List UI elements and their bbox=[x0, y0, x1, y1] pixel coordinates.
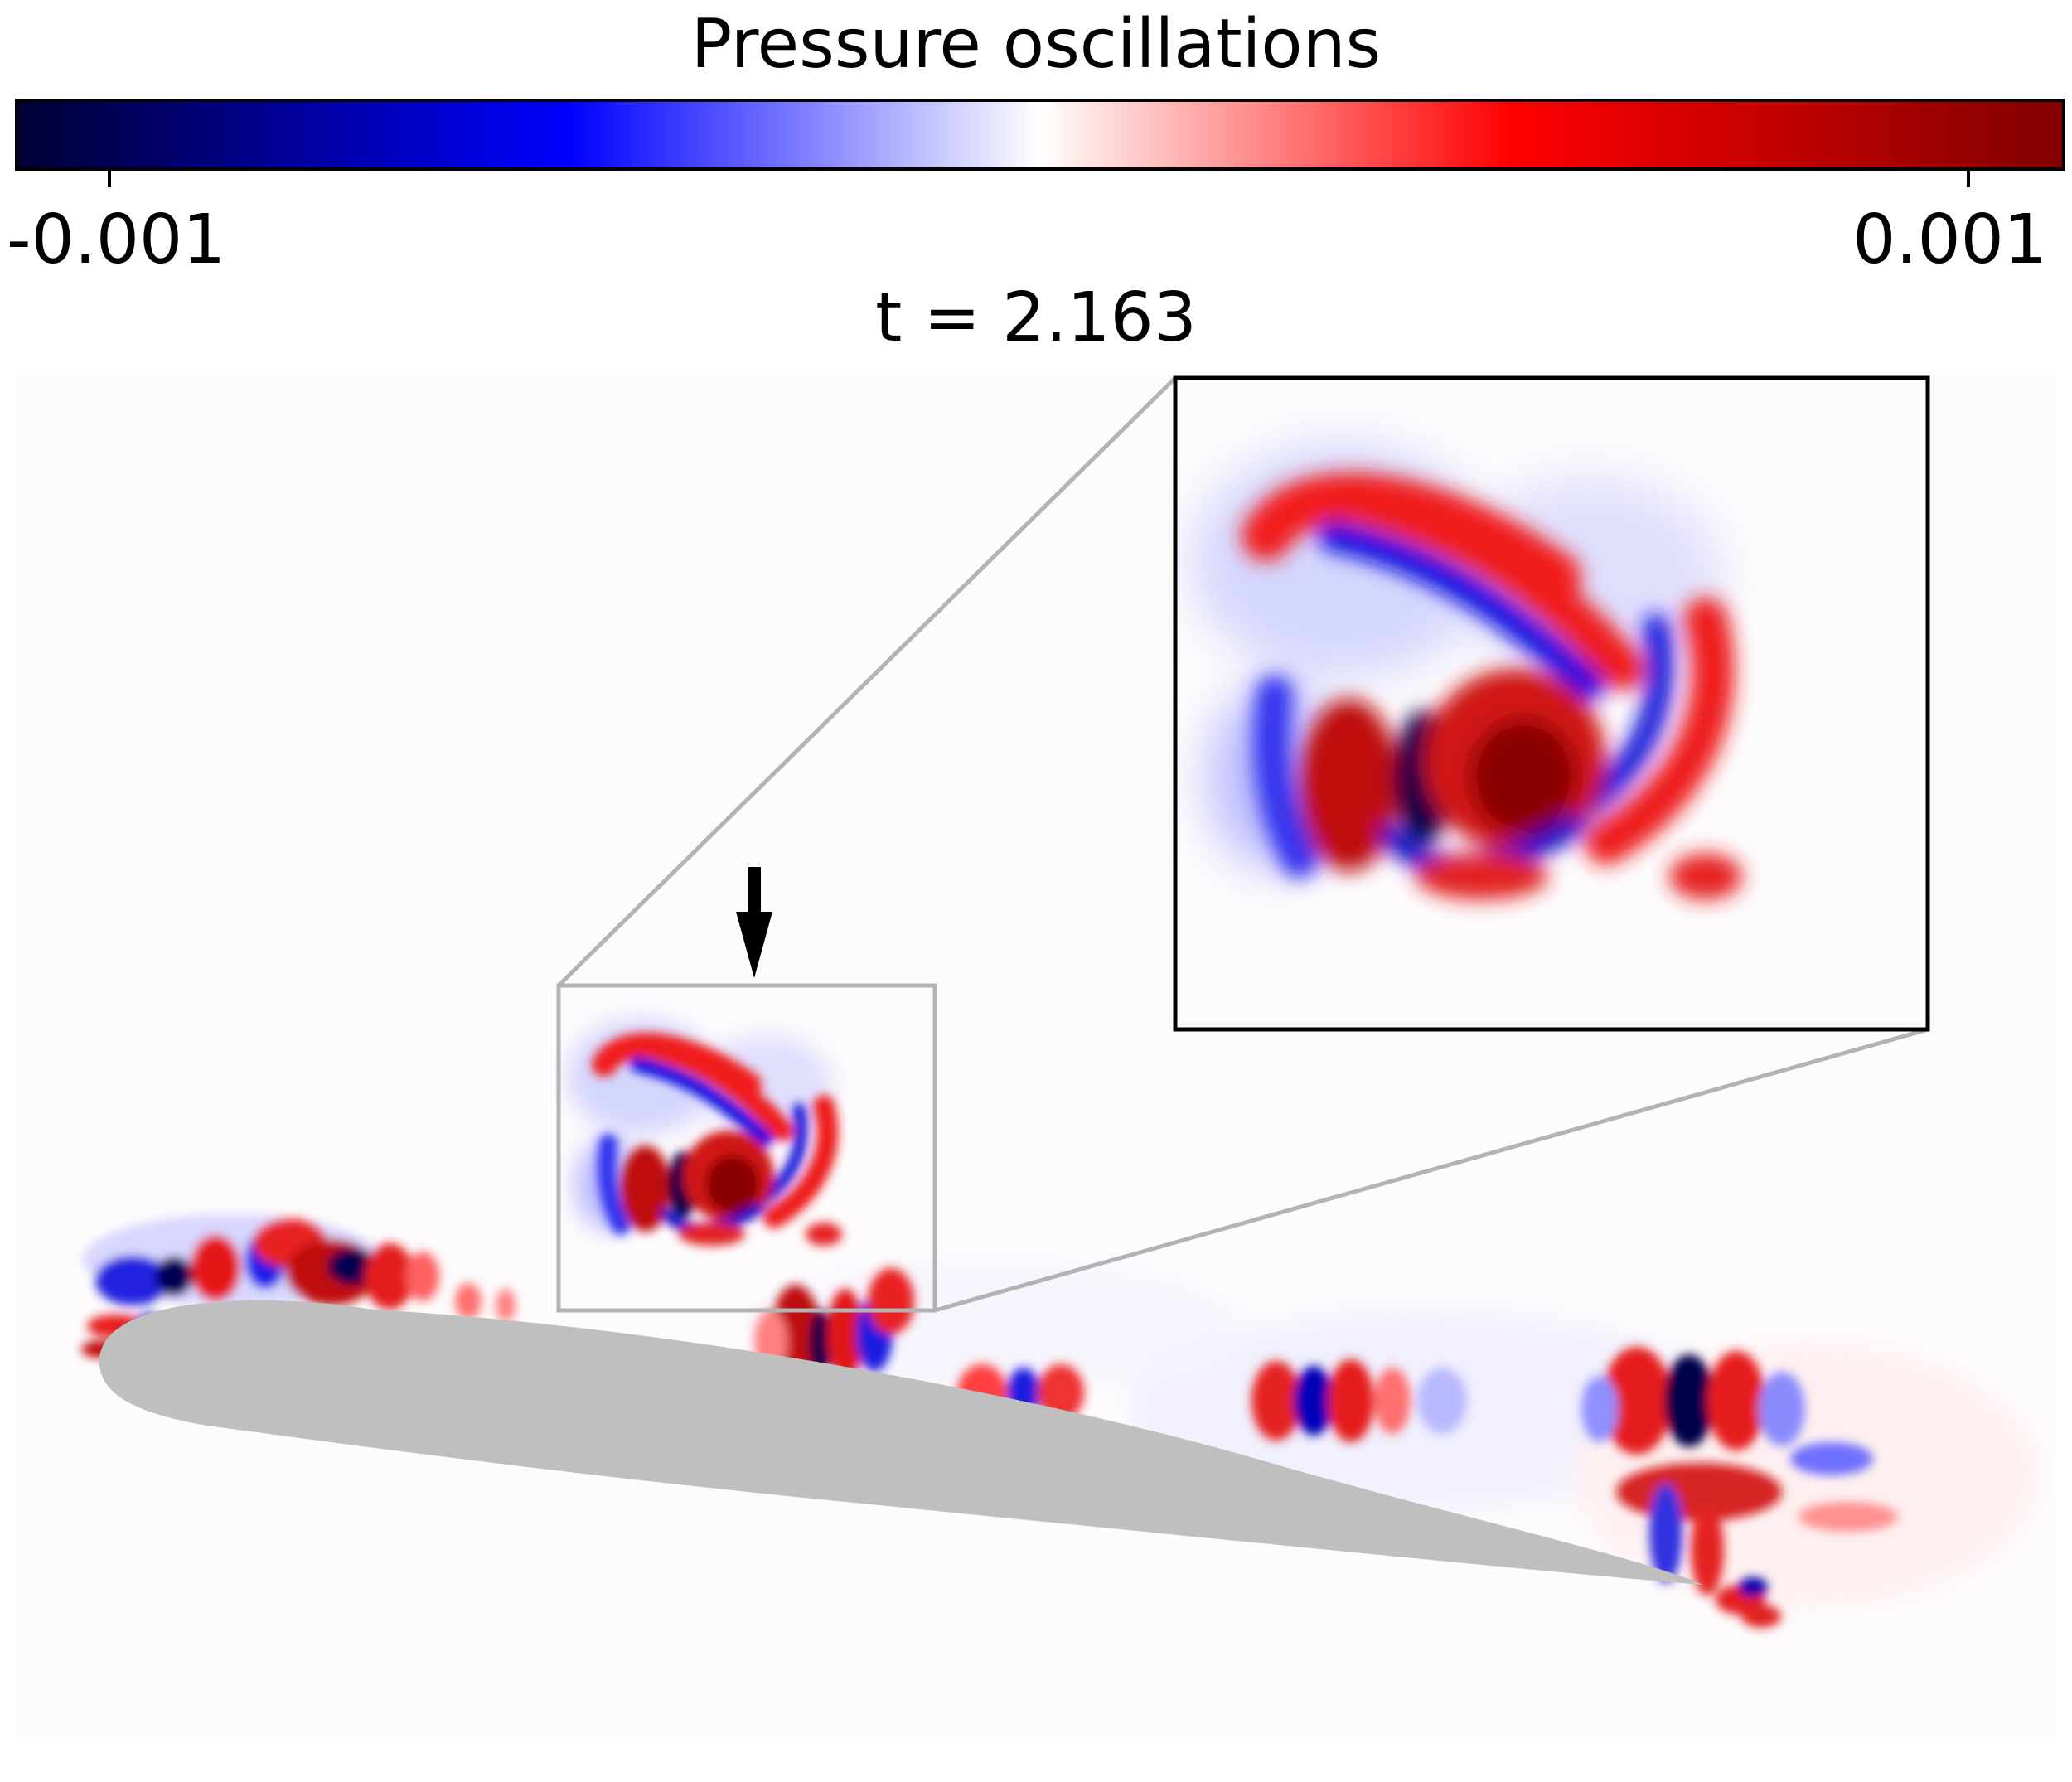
zoom-source-region bbox=[556, 983, 937, 1313]
colorbar-min-label: -0.001 bbox=[7, 201, 226, 279]
zoom-source-frame bbox=[556, 983, 937, 1313]
colorbar-title: Pressure oscillations bbox=[690, 5, 1382, 84]
zoom-connector-upper bbox=[557, 376, 1177, 987]
time-label: t = 2.163 bbox=[875, 278, 1197, 357]
pressure-field bbox=[81, 1214, 2039, 1628]
airfoil bbox=[99, 1300, 1703, 1585]
zoom-inset bbox=[1173, 375, 1930, 1032]
zoom-connector-lower bbox=[934, 1027, 1929, 1313]
leading-edge-oscillations bbox=[81, 1214, 516, 1358]
colorbar-max-label: 0.001 bbox=[1852, 201, 2047, 279]
colorbar bbox=[15, 99, 2065, 171]
zoom-inset-frame bbox=[1173, 375, 1930, 1032]
down-arrow-icon bbox=[736, 867, 772, 978]
